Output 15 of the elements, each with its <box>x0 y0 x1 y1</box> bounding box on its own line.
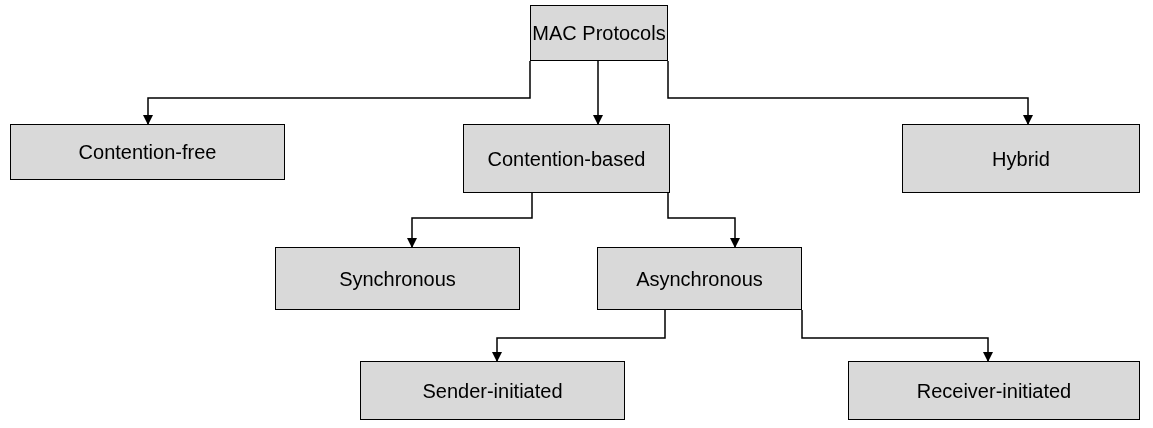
arrow <box>667 192 740 248</box>
category-box: Sender-initiated <box>360 361 625 420</box>
category-box: Synchronous <box>275 247 520 310</box>
arrow <box>593 60 603 125</box>
arrow <box>667 60 1033 125</box>
category-box: Contention-free <box>10 124 285 180</box>
arrow <box>492 309 666 362</box>
arrow <box>143 60 531 125</box>
category-box: MAC Protocols <box>530 5 668 61</box>
arrow <box>801 309 993 362</box>
category-box: Receiver-initiated <box>848 361 1140 420</box>
category-box: Hybrid <box>902 124 1140 193</box>
category-box: Contention-based <box>463 124 670 193</box>
category-box: Asynchronous <box>597 247 802 310</box>
arrow <box>407 192 533 248</box>
